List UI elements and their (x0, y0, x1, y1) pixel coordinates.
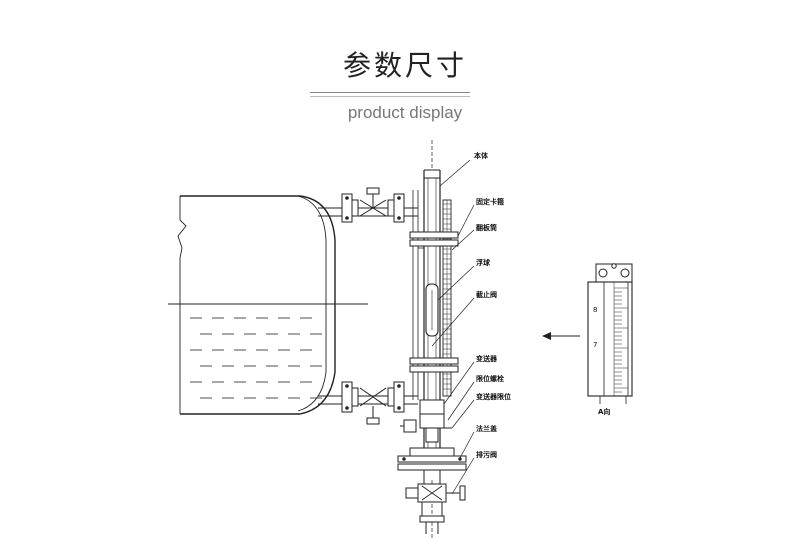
lower-connection (318, 381, 418, 425)
upper-connection (318, 187, 418, 223)
view-a-detail (587, 263, 633, 404)
label-shutoff-valve: 截止阀 (476, 290, 497, 299)
bottom-flange (397, 447, 467, 484)
view-a-label: A向 (598, 407, 610, 416)
fixing-clamps (409, 231, 459, 373)
drain-valve (405, 483, 466, 534)
label-fixing-clamp: 固定卡箍 (476, 197, 504, 206)
label-flap-tube: 翻板筒 (476, 223, 497, 232)
page-subtitle: product display (347, 103, 463, 122)
label-transmitter-limit: 变送器限位 (476, 392, 511, 401)
tank-vessel (168, 195, 368, 415)
liquid-dashes (190, 317, 322, 399)
view-a-scale-upper: 8 (593, 306, 597, 314)
view-a-scale-lower: 7 (593, 341, 597, 349)
label-flange-cover: 法兰盖 (476, 424, 497, 433)
gauge-body-column (412, 140, 441, 540)
label-drain-valve: 排污阀 (476, 450, 497, 459)
view-a-scale-ticks (614, 287, 628, 393)
float-ball (425, 283, 439, 337)
title-divider-secondary (310, 96, 470, 97)
flap-ticks (443, 203, 451, 390)
title-divider (310, 92, 470, 93)
transmitter-assembly (400, 399, 452, 443)
label-limit-bolt: 限位螺栓 (476, 374, 504, 383)
label-body: 本体 (473, 151, 489, 160)
page-title: 参数尺寸 (342, 49, 467, 82)
label-float: 浮球 (476, 258, 491, 267)
label-transmitter: 变送器 (476, 354, 498, 363)
leader-lines (431, 159, 475, 495)
view-direction-arrow (542, 332, 580, 340)
